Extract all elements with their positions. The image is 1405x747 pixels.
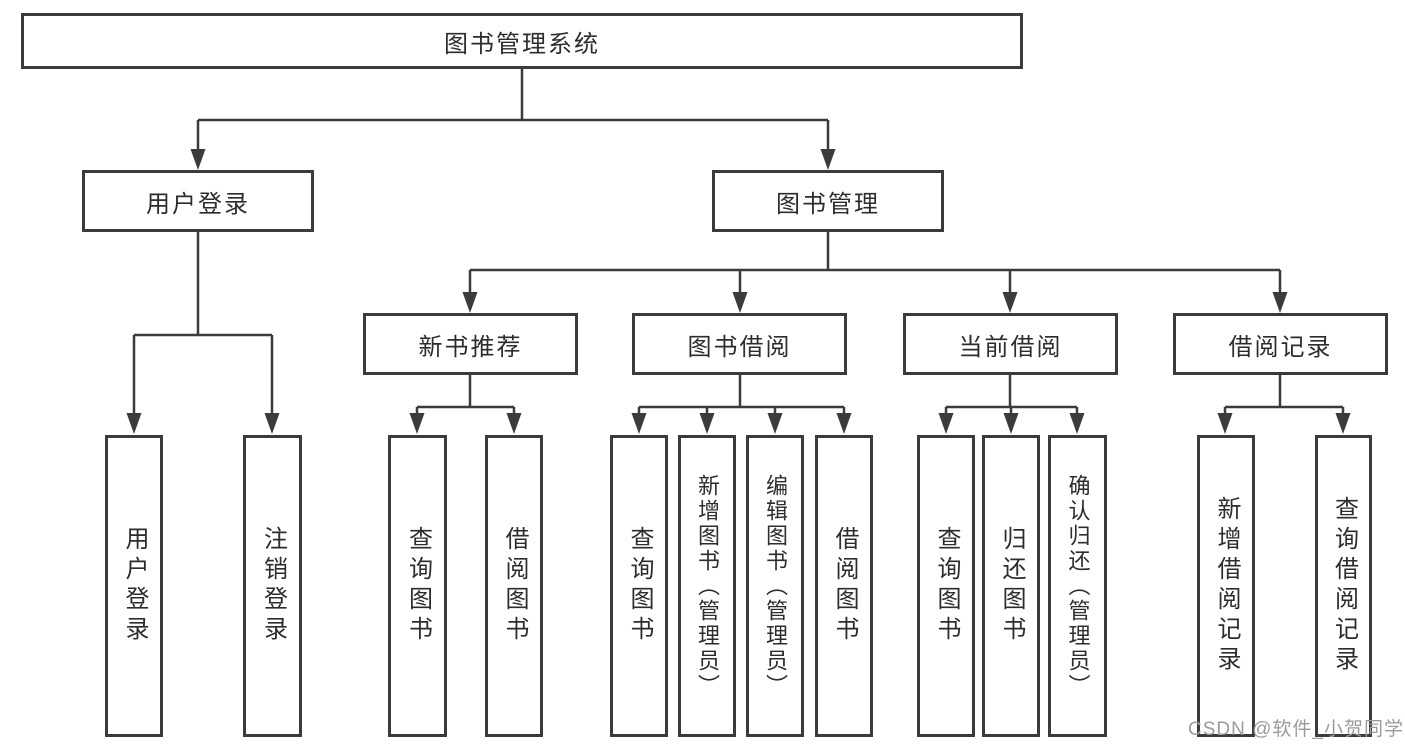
node-label: 图书管理系统	[444, 30, 600, 58]
leaf-query-borrow-record: 查询借阅记录	[1315, 435, 1372, 737]
leaf-add-borrow-record: 新增借阅记录	[1197, 435, 1255, 737]
watermark: CSDN @软件_小贺同学	[1188, 719, 1404, 740]
leaf-edit-books-admin: 编辑图书（管理员）	[746, 435, 804, 737]
leaf-borrow-books-recommend: 借阅图书	[485, 435, 543, 737]
leaf-user-login: 用户登录	[105, 435, 163, 737]
node-label: 用户登录	[146, 190, 250, 218]
node-label: 新增图书（管理员）	[695, 473, 720, 699]
node-label: 新书推荐	[418, 333, 523, 361]
node-label: 图书管理	[776, 190, 880, 218]
node-label: 借阅记录	[1228, 333, 1333, 361]
node-label: 当前借阅	[958, 333, 1063, 361]
node-book-management: 图书管理	[712, 170, 944, 232]
node-current-borrowing: 当前借阅	[903, 313, 1118, 375]
node-label: 查询图书	[404, 526, 432, 646]
leaf-confirm-return-admin: 确认归还（管理员）	[1048, 435, 1107, 737]
leaf-query-books-borrowing: 查询图书	[610, 435, 668, 737]
node-label: 用户登录	[121, 526, 148, 646]
node-label: 编辑图书（管理员）	[763, 473, 788, 699]
leaf-query-books-recommend: 查询图书	[388, 435, 447, 737]
leaf-borrow-books-borrowing: 借阅图书	[815, 435, 873, 737]
node-library-management-system: 图书管理系统	[21, 13, 1023, 69]
node-new-book-recommend: 新书推荐	[363, 313, 578, 375]
node-label: 归还图书	[998, 526, 1025, 646]
node-label: 新增借阅记录	[1213, 496, 1240, 676]
leaf-return-books: 归还图书	[982, 435, 1040, 737]
node-label: 确认归还（管理员）	[1065, 473, 1091, 699]
node-label: 借阅图书	[501, 526, 528, 646]
node-label: 查询图书	[626, 526, 653, 646]
node-label: 查询借阅记录	[1330, 496, 1358, 676]
node-user-login: 用户登录	[82, 170, 314, 232]
node-borrowing-records: 借阅记录	[1173, 313, 1388, 375]
leaf-query-books-current: 查询图书	[917, 435, 975, 737]
node-label: 注销登录	[259, 526, 287, 646]
leaf-logout: 注销登录	[243, 435, 302, 737]
node-label: 借阅图书	[831, 526, 858, 646]
node-book-borrowing: 图书借阅	[632, 313, 847, 375]
leaf-add-books-admin: 新增图书（管理员）	[678, 435, 736, 737]
node-label: 图书借阅	[687, 333, 792, 361]
node-label: 查询图书	[933, 526, 960, 646]
